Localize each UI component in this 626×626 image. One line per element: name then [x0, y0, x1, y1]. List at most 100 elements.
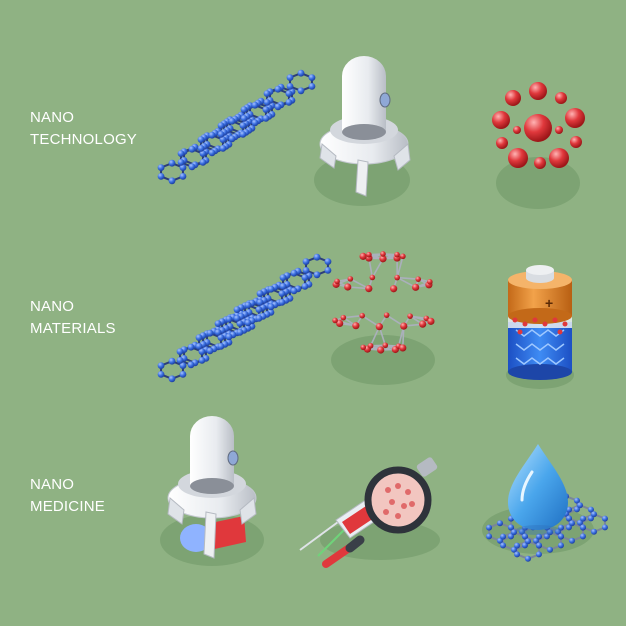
atom	[219, 136, 227, 144]
atom	[543, 533, 550, 540]
atom	[522, 533, 529, 540]
atom	[286, 74, 294, 81]
atom	[400, 253, 406, 260]
atom	[198, 357, 206, 364]
atom	[233, 315, 241, 322]
atom	[208, 149, 216, 157]
label-line1: NANO	[30, 298, 75, 315]
atom	[573, 506, 580, 513]
fullerene-icon	[331, 251, 435, 385]
bond	[397, 276, 419, 280]
bond	[401, 326, 405, 348]
atom	[508, 524, 515, 531]
label-line2: MATERIALS	[30, 320, 116, 337]
atom	[285, 90, 293, 97]
atom	[244, 319, 252, 327]
atom	[579, 533, 586, 540]
atom	[168, 159, 176, 167]
atom	[514, 551, 521, 558]
atom	[239, 131, 247, 138]
atom	[347, 276, 354, 282]
atom	[308, 83, 316, 90]
atom	[558, 533, 565, 540]
atom	[486, 533, 493, 540]
atom	[601, 524, 608, 531]
atom	[336, 319, 344, 327]
atom	[301, 274, 309, 281]
magnifier-syringe-icon	[299, 457, 440, 568]
atom	[324, 258, 332, 265]
atom	[290, 269, 298, 277]
atom	[359, 312, 366, 319]
atom	[407, 313, 413, 319]
label-line2: MEDICINE	[30, 498, 105, 515]
atom	[577, 502, 583, 509]
atom	[591, 511, 597, 518]
nano-battery-icon: +	[506, 265, 574, 389]
water-drop-lattice-icon	[482, 444, 608, 562]
atom	[214, 329, 222, 336]
atom	[535, 551, 542, 558]
graphene-sheet-icon	[157, 253, 332, 383]
atom	[511, 529, 517, 536]
label-nano-medicine: NANO MEDICINE	[30, 474, 105, 518]
molecule-cluster-icon	[492, 82, 585, 209]
atom	[179, 362, 187, 369]
atom	[225, 315, 233, 323]
atom	[214, 320, 222, 327]
atom	[262, 115, 270, 122]
label-nano-technology: NANO TECHNOLOGY	[30, 107, 137, 151]
atom	[519, 528, 525, 535]
atom	[547, 529, 553, 536]
label-line1: NANO	[30, 109, 75, 126]
atom	[168, 375, 176, 383]
atom	[369, 274, 376, 281]
atom	[179, 371, 187, 378]
atom	[240, 106, 248, 113]
atom	[179, 164, 187, 172]
atom	[251, 101, 259, 109]
label-line1: NANO	[30, 476, 75, 493]
atom	[536, 533, 543, 540]
atom	[206, 347, 214, 355]
atom	[290, 287, 298, 295]
bond	[343, 314, 363, 319]
atom	[367, 342, 374, 349]
atom	[168, 357, 176, 365]
label-nano-materials: NANO MATERIALS	[30, 296, 116, 340]
atom	[279, 283, 287, 290]
atom	[302, 267, 310, 274]
atom	[263, 99, 271, 106]
atom	[278, 299, 286, 306]
atom	[486, 524, 493, 531]
atom	[217, 343, 225, 350]
atom	[188, 145, 196, 153]
atom	[157, 164, 165, 172]
atom	[332, 317, 338, 324]
atom	[274, 103, 282, 111]
atom	[236, 329, 244, 336]
atom	[380, 251, 386, 257]
atom	[301, 283, 309, 290]
atom	[359, 252, 367, 260]
battery-plus-symbol: +	[545, 295, 553, 311]
atom	[233, 306, 241, 313]
atom	[219, 145, 227, 152]
atom	[262, 106, 270, 113]
atom	[377, 346, 385, 354]
atom	[394, 251, 400, 258]
atom	[228, 135, 236, 143]
atom	[427, 317, 435, 325]
atom	[228, 117, 236, 125]
atom	[197, 145, 205, 152]
atom	[239, 122, 247, 129]
atom	[340, 314, 347, 321]
atom	[297, 69, 305, 77]
atom	[255, 306, 263, 313]
atom	[177, 150, 185, 158]
atom	[500, 533, 507, 540]
atom	[217, 122, 225, 129]
atom	[580, 515, 587, 522]
atom	[256, 299, 264, 306]
atom	[375, 323, 383, 331]
